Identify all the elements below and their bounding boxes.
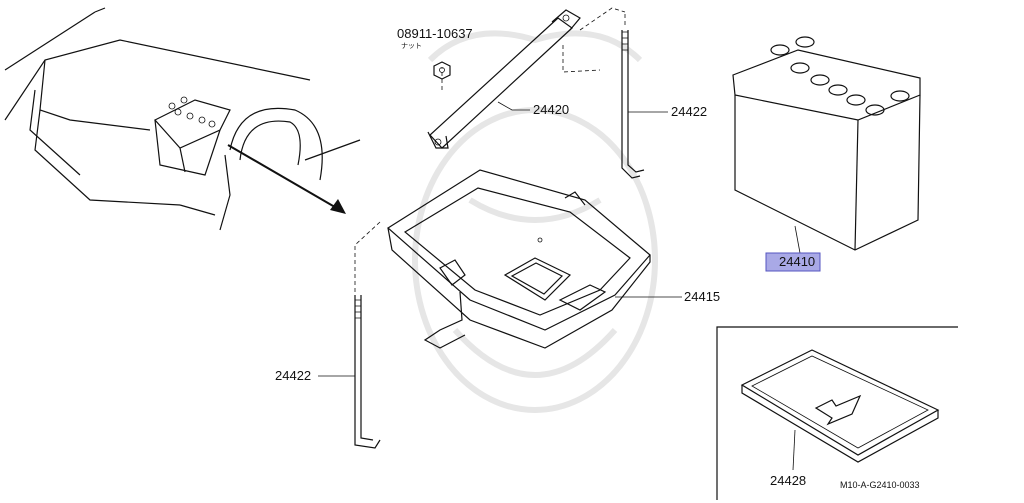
hook-bolt-right-drawing — [621, 30, 645, 179]
hook-bolt-left-drawing — [354, 295, 381, 449]
part-number-clamp: 24420 — [533, 102, 569, 117]
callout-nut[interactable]: 08911-10637 ナット — [397, 26, 473, 50]
pointer-arrow — [227, 144, 346, 214]
hold-down-clamp-drawing — [427, 9, 581, 149]
highlight-box — [765, 252, 821, 272]
part-number-battery: 24410 — [779, 254, 815, 269]
insulator-inset — [716, 326, 958, 500]
callout-24410[interactable]: 24410 — [765, 252, 821, 272]
drawing-code: M10-A-G2410-0033 — [840, 480, 920, 490]
watermark-emblem — [412, 30, 658, 413]
callout-24422-left[interactable]: 24422 — [275, 368, 311, 383]
part-number-bolt-right: 24422 — [671, 104, 707, 119]
battery-tray-drawing — [387, 169, 651, 349]
car-front-illustration — [4, 7, 361, 231]
battery-drawing — [732, 36, 921, 251]
callout-24420[interactable]: 24420 — [533, 102, 569, 117]
nut-icon — [433, 61, 451, 80]
callout-24422-right[interactable]: 24422 — [671, 104, 707, 119]
part-number-insulator: 24428 — [770, 473, 806, 488]
part-number-bolt-left: 24422 — [275, 368, 311, 383]
callout-24415[interactable]: 24415 — [684, 289, 720, 304]
part-number-tray: 24415 — [684, 289, 720, 304]
callout-24428[interactable]: 24428 — [770, 473, 806, 488]
part-number-nut: 08911-10637 — [397, 26, 473, 41]
nut-note-label: ナット — [401, 42, 422, 50]
